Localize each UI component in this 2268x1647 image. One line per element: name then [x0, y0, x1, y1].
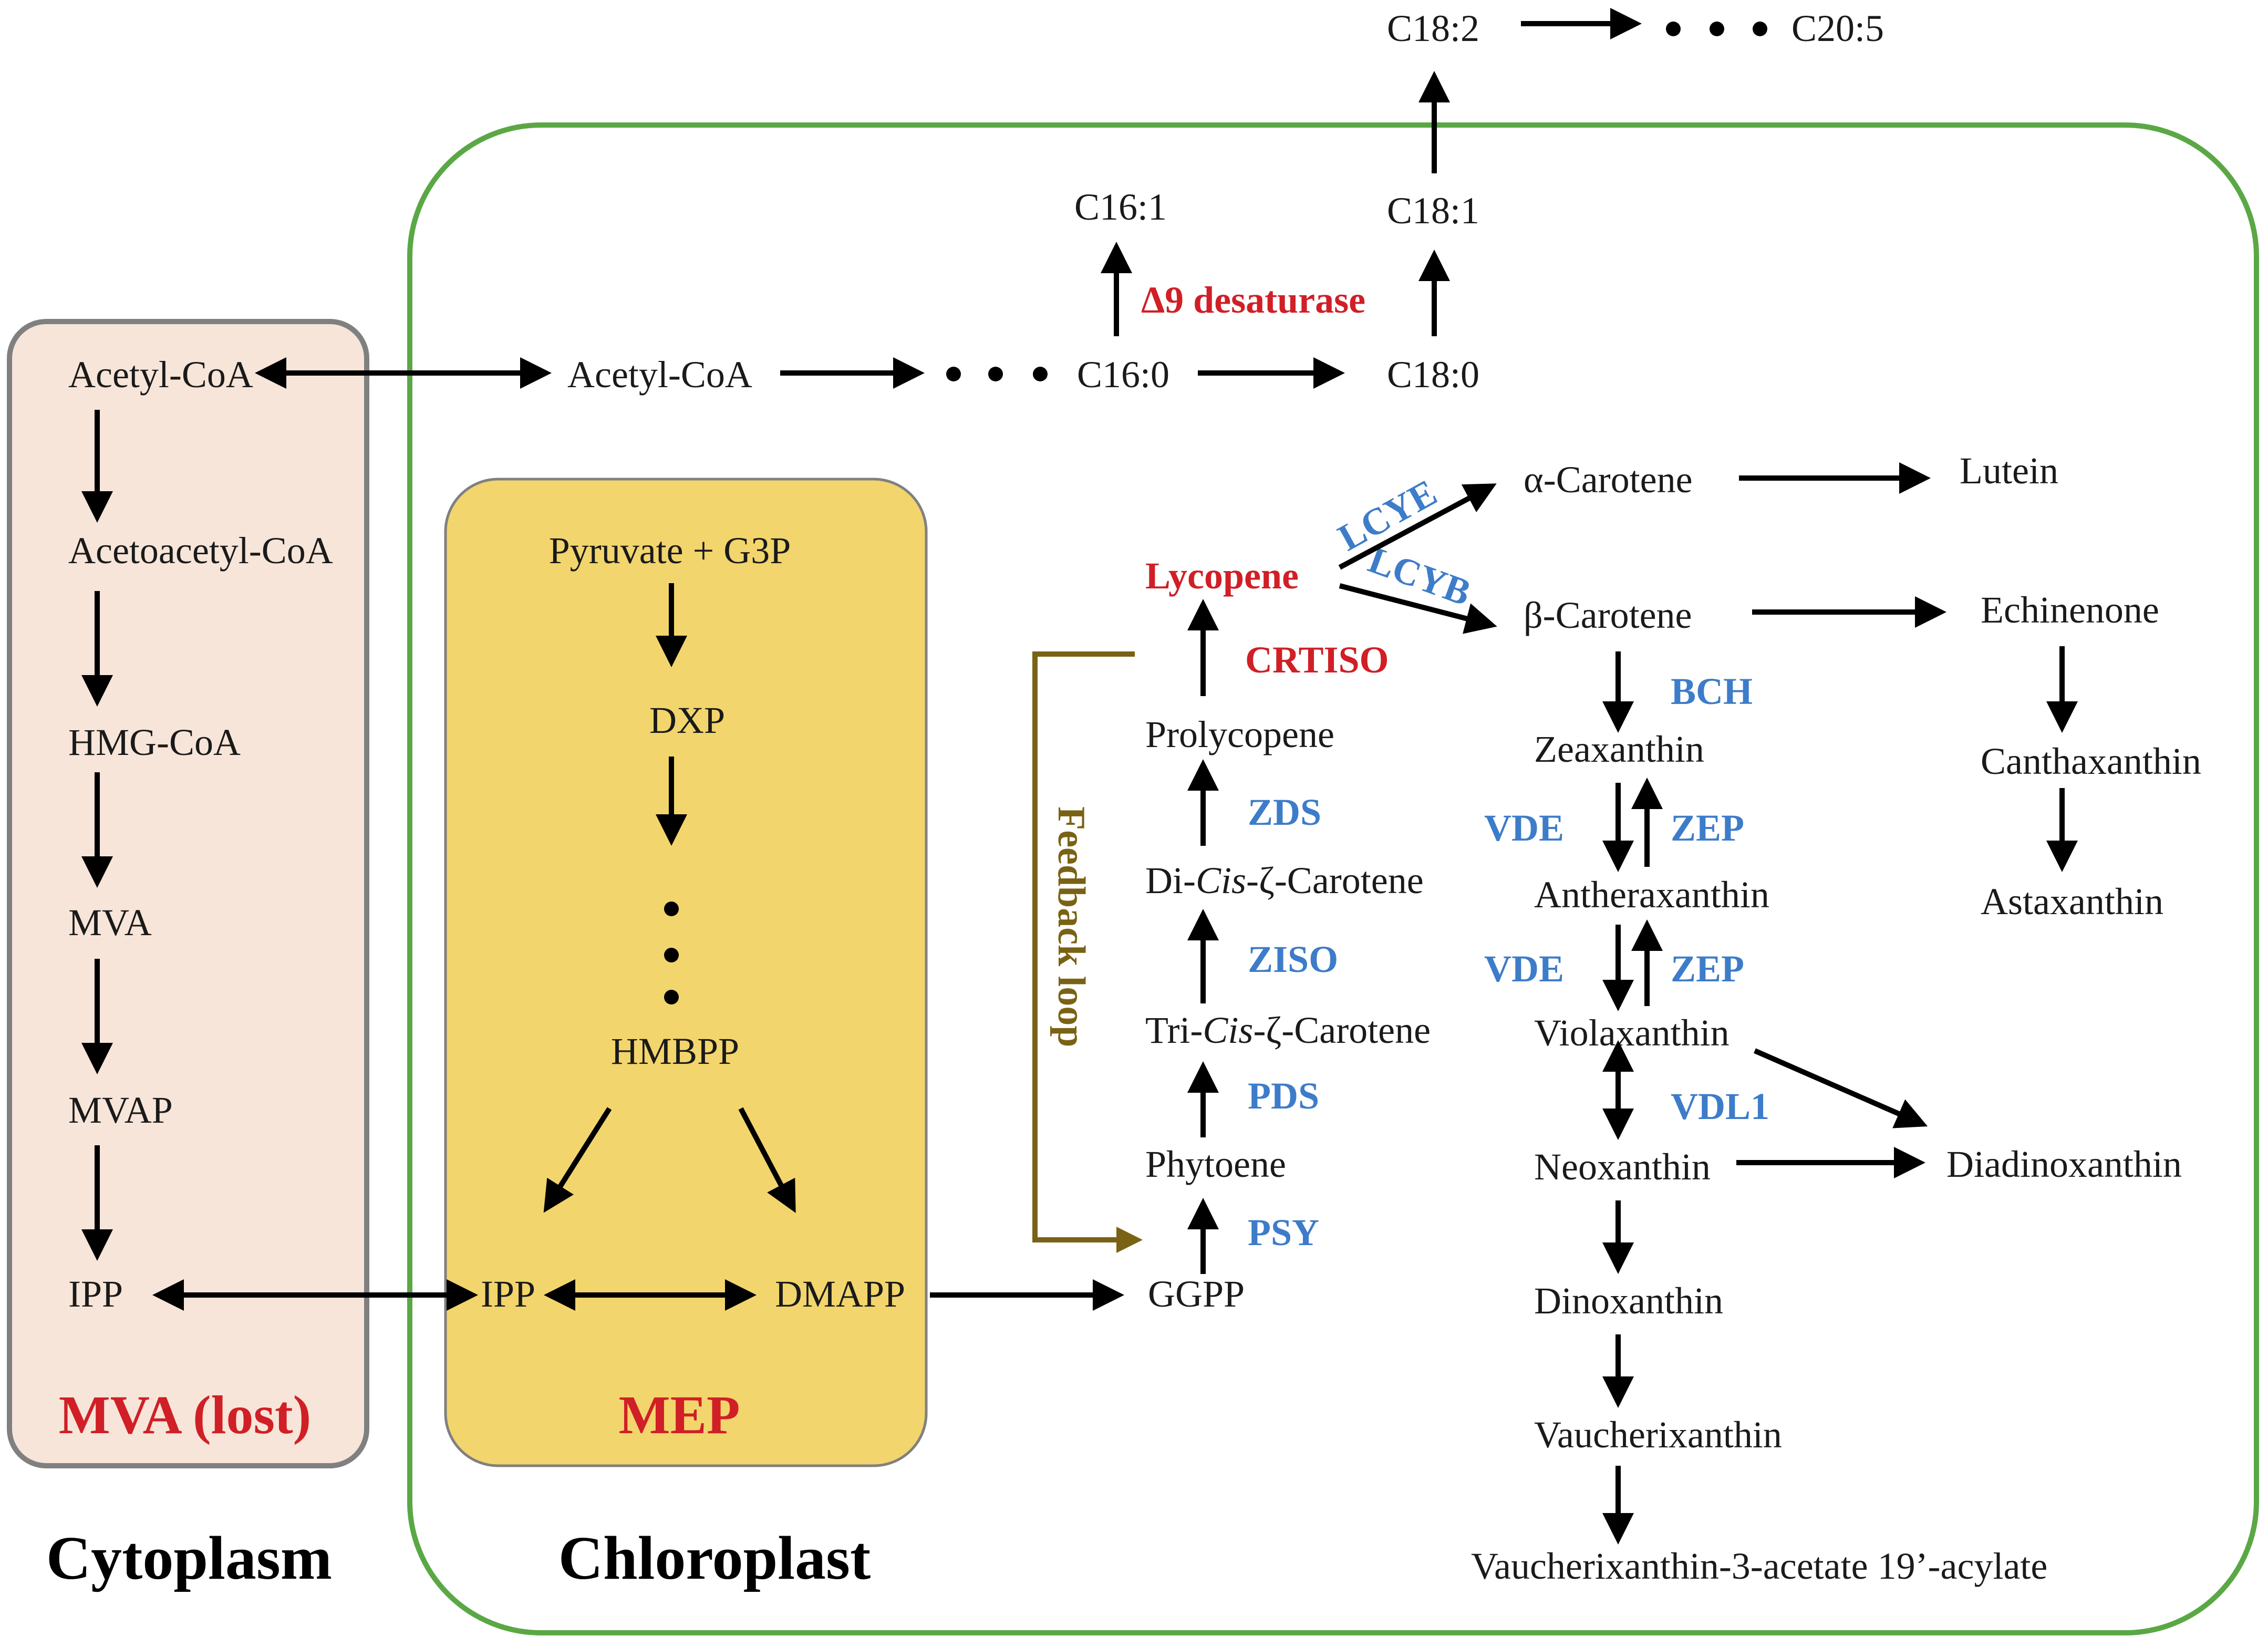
enzyme-zep-1: ZEP [1671, 807, 1744, 849]
fatty-acid-arrows [780, 8, 1642, 389]
mva-mvap: MVAP [68, 1089, 173, 1131]
vaucherixanthin-ester: Vaucherixanthin-3-acetate 19’-acylate [1471, 1545, 2047, 1587]
mep-ipp: IPP [481, 1273, 535, 1315]
enzyme-ziso: ZISO [1248, 938, 1338, 980]
fatty-acid-dots [946, 22, 1767, 381]
chloroplast-label: Chloroplast [558, 1524, 871, 1592]
enzyme-psy: PSY [1248, 1211, 1319, 1254]
enzyme-bch: BCH [1671, 670, 1753, 712]
diadinoxanthin: Diadinoxanthin [1946, 1143, 2182, 1185]
mep-dmapp: DMAPP [775, 1273, 905, 1315]
neoxanthin: Neoxanthin [1534, 1146, 1711, 1188]
fa-acetyl-coa: Acetyl-CoA [567, 354, 752, 396]
mva-hmg-coa: HMG-CoA [68, 721, 241, 763]
zeaxanthin: Zeaxanthin [1534, 728, 1704, 770]
enzyme-crtiso: CRTISO [1245, 639, 1389, 681]
mva-acetyl-coa: Acetyl-CoA [68, 354, 253, 396]
mep-hmbpp: HMBPP [611, 1030, 739, 1072]
enzyme-vde-1: VDE [1484, 807, 1564, 849]
xanthophyll-arrows [1602, 651, 1928, 1545]
fa-c16-1: C16:1 [1074, 186, 1167, 228]
mep-arrows [152, 357, 1124, 1311]
lycopene-branch-arrows [1338, 483, 1497, 634]
fa-c20-5: C20:5 [1791, 7, 1884, 49]
mva-acetoacetyl-coa: Acetoacetyl-CoA [68, 530, 333, 572]
dinoxanthin: Dinoxanthin [1534, 1280, 1723, 1322]
delta9-desaturase: Δ9 desaturase [1141, 279, 1365, 321]
mep-dxp: DXP [649, 699, 725, 741]
tri-cis-zeta-carotene: Tri-Cis-ζ-Carotene [1145, 1009, 1431, 1051]
fa-c18-1: C18:1 [1387, 190, 1479, 232]
enzyme-zds: ZDS [1248, 791, 1321, 833]
mep-label: MEP [618, 1385, 740, 1445]
fa-c18-2: C18:2 [1387, 7, 1479, 49]
mep-dots [664, 902, 679, 1004]
di-cis-zeta-carotene: Di-Cis-ζ-Carotene [1145, 859, 1424, 902]
echinenone: Echinenone [1981, 589, 2159, 631]
canthaxanthin: Canthaxanthin [1981, 740, 2201, 782]
enzyme-zep-2: ZEP [1671, 948, 1744, 990]
beta-carotene: β-Carotene [1524, 594, 1692, 636]
fa-c16-0: C16:0 [1077, 354, 1169, 396]
enzyme-pds: PDS [1248, 1075, 1319, 1117]
prolycopene: Prolycopene [1145, 713, 1334, 755]
phytoene: Phytoene [1145, 1143, 1286, 1185]
vaucherixanthin: Vaucherixanthin [1534, 1414, 1782, 1456]
mep-box [444, 478, 928, 1467]
lycopene: Lycopene [1145, 555, 1299, 597]
antheraxanthin: Antheraxanthin [1534, 874, 1769, 916]
mva-ipp: IPP [68, 1273, 123, 1315]
astaxanthin: Astaxanthin [1981, 881, 2163, 923]
violaxanthin: Violaxanthin [1534, 1012, 1730, 1054]
fa-c18-0: C18:0 [1387, 354, 1479, 396]
cytoplasm-label: Cytoplasm [46, 1524, 332, 1592]
mva-mva: MVA [68, 902, 152, 944]
chloroplast-boundary [407, 122, 2259, 1635]
mva-lost-label: MVA (lost) [59, 1385, 312, 1445]
enzyme-vdl1: VDL1 [1671, 1085, 1769, 1127]
enzyme-lcyb: LCYB [1363, 538, 1476, 614]
alpha-carotene: α-Carotene [1524, 459, 1693, 501]
mep-pyruvate-g3p: Pyruvate + G3P [549, 530, 791, 572]
enzyme-vde-2: VDE [1484, 948, 1564, 990]
ggpp: GGPP [1148, 1273, 1245, 1315]
alpha-beta-arrows [1739, 462, 2078, 872]
feedback-loop-label: Feedback loop [1050, 806, 1093, 1047]
feedback-loop-arrow [1032, 651, 1143, 1253]
lutein: Lutein [1960, 450, 2058, 492]
